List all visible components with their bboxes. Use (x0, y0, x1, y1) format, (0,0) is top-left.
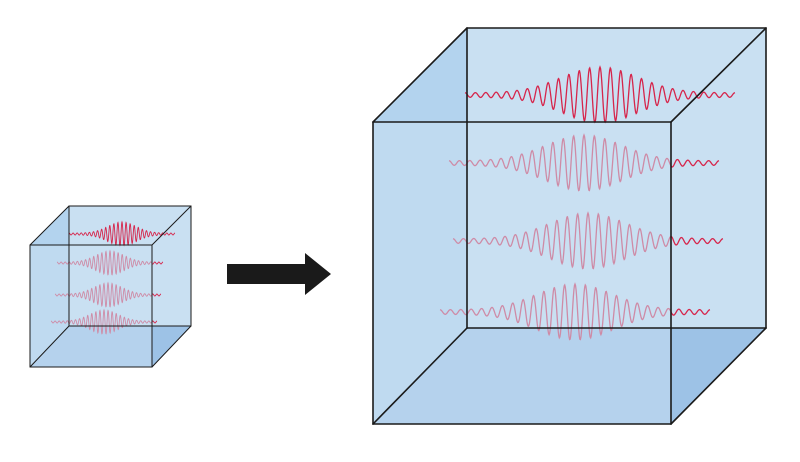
cube-edge (670, 327, 767, 425)
cube-edge (29, 205, 70, 246)
large-cube-edges (372, 27, 767, 425)
small-cube (29, 205, 192, 368)
large-cube (372, 27, 767, 425)
wave-packet (68, 220, 176, 247)
cube-edge (372, 327, 468, 425)
small-cube-front-face (30, 245, 152, 367)
cube-edge (151, 205, 192, 246)
right-arrow-icon (227, 253, 331, 295)
small-cube-edges (29, 205, 192, 368)
wave-packet (464, 65, 736, 124)
cube-edge (29, 325, 70, 368)
cube-edge (372, 27, 468, 123)
cube-edge (151, 325, 192, 368)
cube-edge (670, 27, 767, 123)
